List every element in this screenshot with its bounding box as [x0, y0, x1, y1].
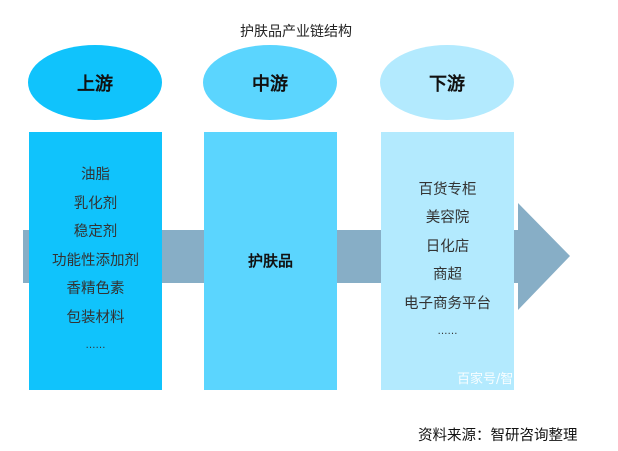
stage-downstream-label: 下游: [380, 45, 514, 120]
list-item: 乳化剂: [73, 195, 118, 212]
downstream-column: 百货专柜 美容院 日化店 商超 电子商务平台 ……: [381, 132, 514, 390]
list-item: 香精色素: [66, 281, 125, 298]
stage-midstream-label: 中游: [203, 45, 337, 120]
list-item: 功能性添加剂: [52, 252, 139, 269]
midstream-column: 护肤品: [204, 132, 337, 390]
list-item: ……: [437, 326, 458, 337]
list-item: 包装材料: [66, 309, 125, 326]
list-item: 油脂: [81, 167, 110, 184]
diagram-title: 护肤品产业链结构: [240, 24, 352, 40]
list-item: 稳定剂: [73, 224, 118, 241]
list-item: 日化店: [425, 238, 470, 255]
list-item: ……: [85, 340, 106, 352]
stage-upstream-label: 上游: [28, 45, 162, 120]
list-item: 护肤品: [247, 251, 293, 270]
list-item: 美容院: [425, 210, 470, 226]
list-item: 商超: [433, 267, 462, 283]
watermark: 百家号/智: [457, 372, 514, 387]
list-item: 电子商务平台: [404, 295, 491, 312]
source-note: 资料来源：智研咨询整理: [418, 428, 578, 444]
list-item: 百货专柜: [418, 181, 477, 198]
upstream-column: 油脂 乳化剂 稳定剂 功能性添加剂 香精色素 包装材料 ……: [29, 132, 162, 390]
